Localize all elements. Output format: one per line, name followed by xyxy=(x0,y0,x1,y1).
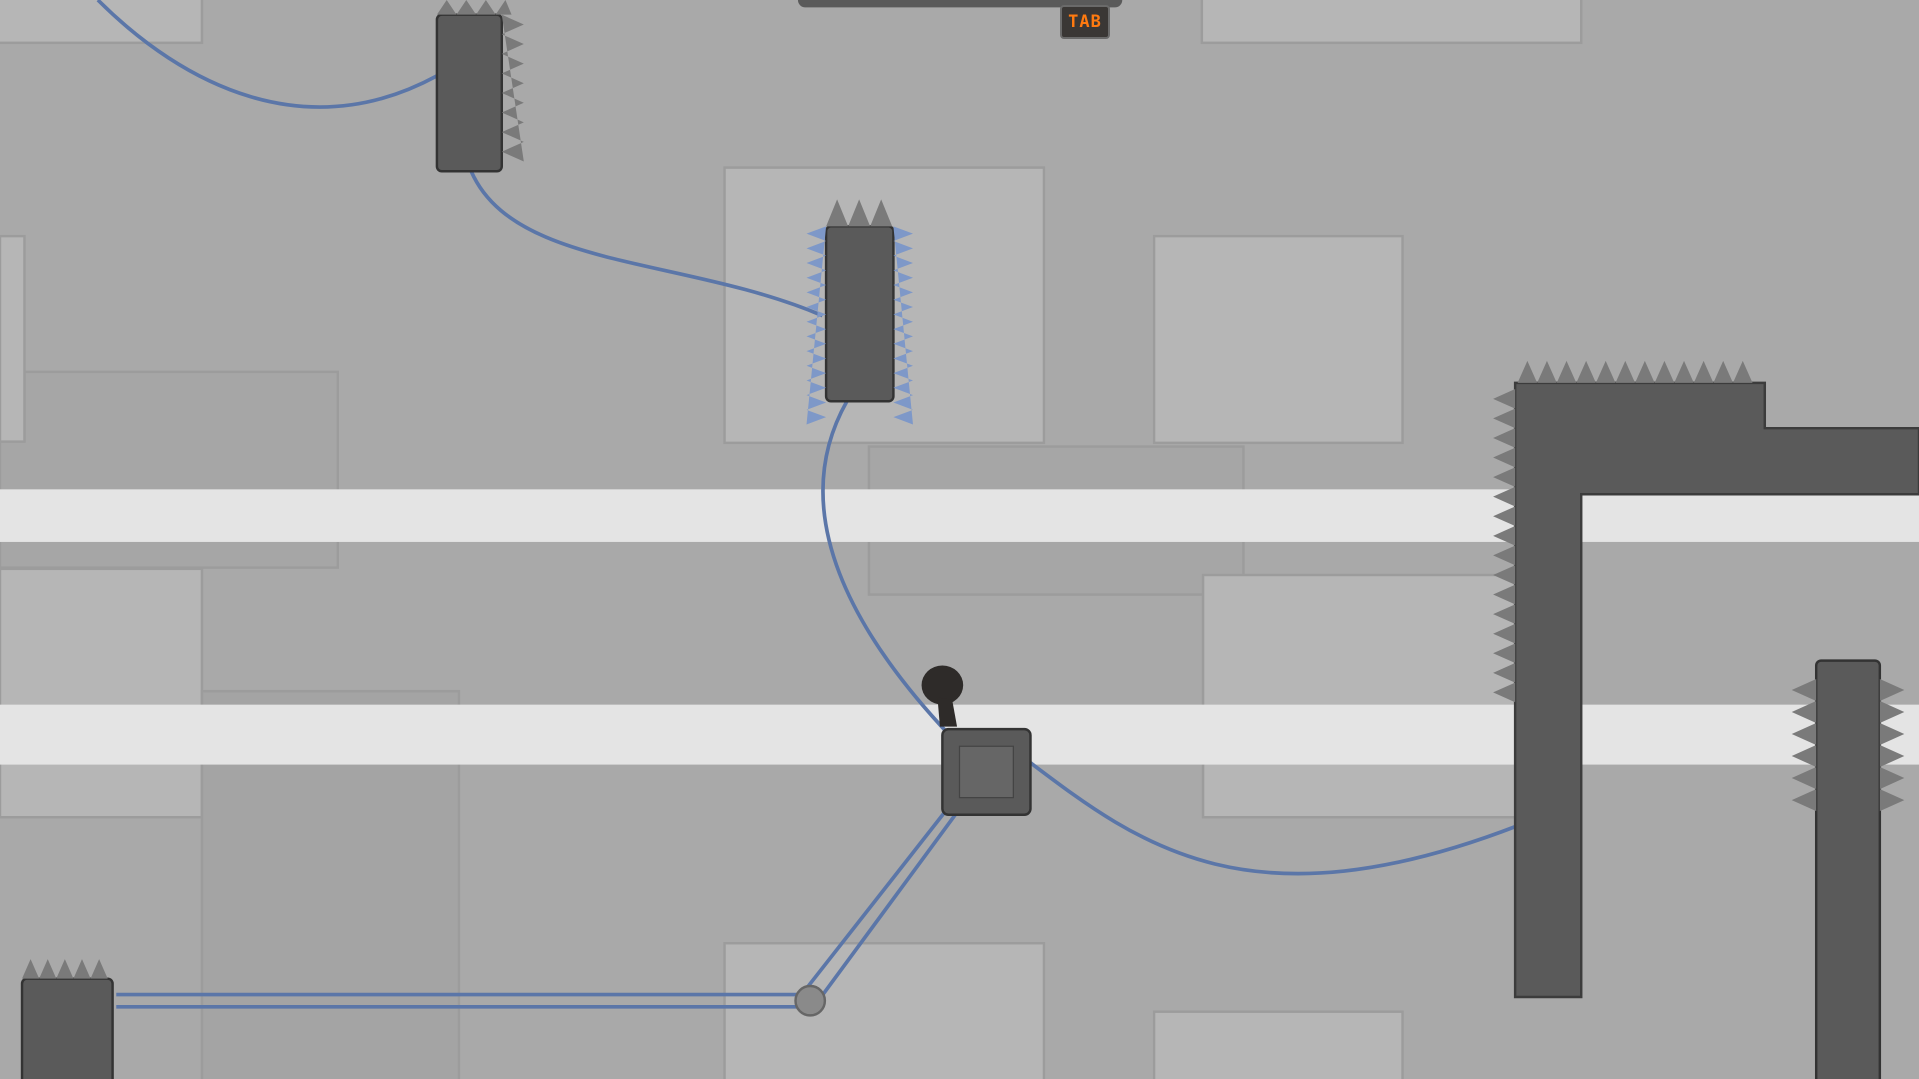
spikes-top-wall xyxy=(1493,360,1753,703)
spike-block-bottom-left xyxy=(20,959,114,1079)
tab-key-hint: TAB xyxy=(1060,5,1110,39)
hud-top-bar xyxy=(797,0,1123,8)
metal-box-platform xyxy=(941,727,1032,816)
spike-block-center xyxy=(806,199,913,425)
cable-joint xyxy=(794,984,827,1017)
spike-pillar-right xyxy=(1791,659,1905,1079)
l-shaped-wall xyxy=(1513,381,1919,999)
player-character xyxy=(921,665,964,727)
cables xyxy=(96,0,1519,1009)
